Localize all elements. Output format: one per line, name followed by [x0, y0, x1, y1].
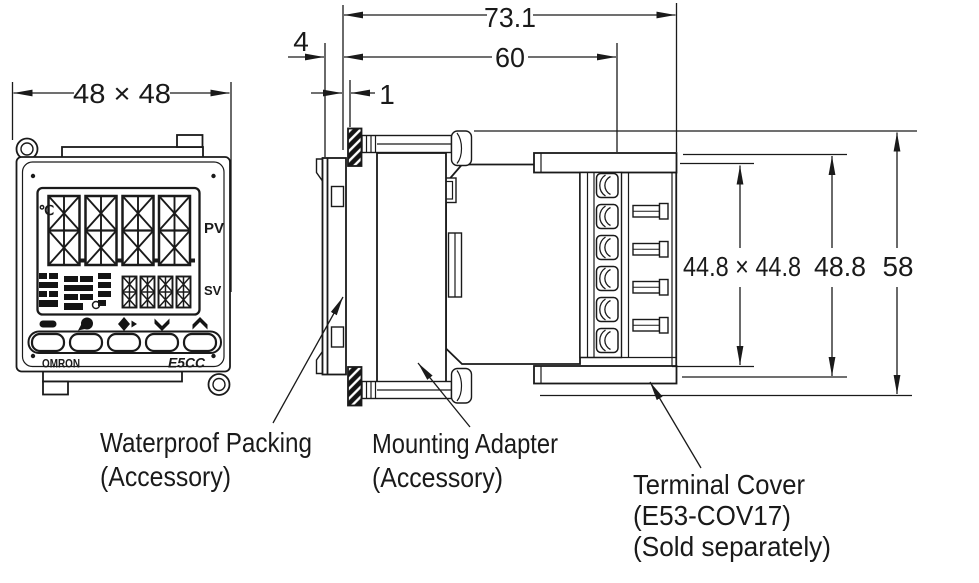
pv-label: PV: [204, 220, 224, 237]
svg-text:(E53-COV17): (E53-COV17): [633, 500, 791, 531]
dim-case-cross-section: 44.8 × 44.8: [683, 165, 801, 365]
status-indicators: [39, 273, 111, 310]
terminal-cover-top-flange: [533, 152, 678, 174]
side-view: [315, 127, 678, 407]
svg-text:(Accessory): (Accessory): [372, 462, 503, 493]
front-face: [21, 161, 225, 368]
dim-panel-gap: 1: [311, 79, 395, 110]
svg-text:(Accessory): (Accessory): [100, 461, 231, 492]
dim-overall-height: 58: [883, 132, 914, 394]
down-key: [144, 332, 180, 353]
svg-text:Mounting Adapter: Mounting Adapter: [372, 428, 558, 459]
mounting-adapter-label: Mounting Adapter (Accessory): [372, 428, 558, 493]
adapter-screw-top: [361, 130, 473, 167]
svg-text:(Sold separately): (Sold separately): [633, 531, 831, 562]
terminal-cover-pins: [632, 202, 669, 334]
waterproof-packing-leader: [272, 296, 344, 424]
mounting-adapter-body: [376, 152, 447, 398]
dim-bezel-depth: 4: [288, 26, 324, 61]
svg-text:44.8 × 44.8: 44.8 × 44.8: [683, 251, 801, 282]
mode-key-icon: [78, 317, 93, 331]
case-body: [445, 163, 581, 365]
svg-text:60: 60: [495, 42, 525, 73]
svg-text:Waterproof Packing: Waterproof Packing: [100, 427, 312, 458]
pv-digits: [47, 194, 195, 267]
waterproof-packing-bottom: [347, 366, 363, 407]
svg-text:48.8: 48.8: [814, 251, 866, 282]
dim-cover-height: 48.8: [814, 156, 866, 376]
svg-text:4: 4: [293, 26, 309, 57]
down-key-icon: [154, 318, 170, 331]
temp-unit-indicator: ℃: [39, 202, 55, 218]
svg-text:1: 1: [379, 79, 395, 110]
mounting-adapter-leader: [417, 362, 471, 428]
dim-front-width: 48 × 48: [11, 78, 232, 292]
level-key-icon: [39, 320, 57, 328]
terminal-cover-leader: [649, 381, 702, 469]
terminal-cover-label: Terminal Cover (E53-COV17) (Sold separat…: [633, 469, 831, 562]
front-view: 48 × 48 ℃ PV: [11, 78, 232, 396]
svg-text:73.1: 73.1: [484, 2, 536, 33]
shift-key-icon: [118, 317, 137, 331]
brand-logo: OMRON: [42, 359, 80, 371]
key-icons: [39, 317, 208, 331]
svg-text:58: 58: [883, 251, 914, 282]
mode-key: [68, 332, 104, 353]
bezel-side: [315, 157, 347, 376]
model-logo: E5CC: [168, 356, 205, 371]
key-indicator-icon: [91, 300, 106, 310]
front-latch-top: [61, 146, 204, 159]
svg-text:Terminal Cover: Terminal Cover: [633, 469, 805, 500]
front-latch-bottom: [42, 370, 183, 383]
level-key: [30, 332, 66, 353]
adapter-screw-bottom: [361, 367, 473, 404]
up-key: [182, 332, 218, 353]
callouts: Waterproof Packing (Accessory) Mounting …: [100, 296, 831, 562]
waterproof-packing-label: Waterproof Packing (Accessory): [100, 427, 312, 492]
side-dimensions: 73.1 60 4 1 44.8 × 44.8 48.8 58: [288, 2, 917, 397]
waterproof-packing-top: [347, 127, 363, 167]
shift-key: [106, 332, 142, 353]
up-key-icon: [192, 317, 208, 330]
dim-front-width-label: 48 × 48: [73, 78, 171, 109]
sv-label: SV: [204, 283, 222, 298]
dim-total-depth: 73.1: [344, 2, 676, 33]
terminal-cover-bottom-flange: [533, 365, 678, 385]
dim-body-depth: 60: [344, 42, 616, 73]
